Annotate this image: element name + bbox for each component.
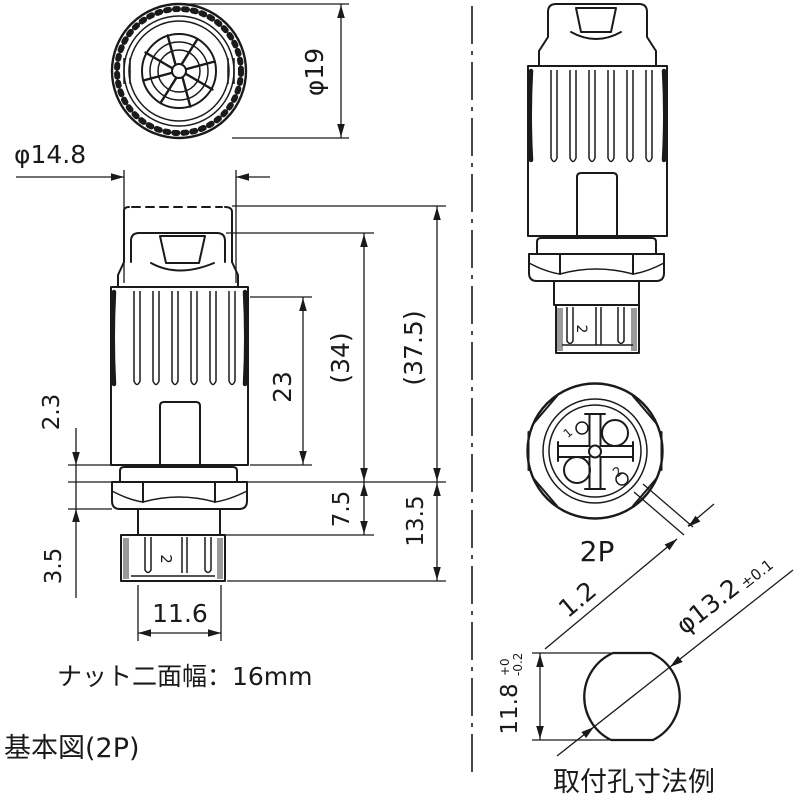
pin-hole-upper <box>601 419 629 447</box>
dim-phi14-8-label: φ14.8 <box>14 140 86 169</box>
dimension-13-5: 13.5 <box>227 482 446 582</box>
hex-nut <box>111 481 248 510</box>
front-view: 2 <box>110 206 249 582</box>
dim-34-label: (34) <box>326 332 355 383</box>
dim-phi19-label: φ19 <box>300 48 329 96</box>
mounting-hole-view: φ13.2 ±0.1 11.8 +0 -0.2 <box>497 556 794 757</box>
pin-hole-lower <box>563 456 591 484</box>
dim-3-5-label: 3.5 <box>41 548 67 585</box>
knurled-grip <box>110 286 249 466</box>
key-notch <box>159 401 201 466</box>
pin-2-mark: 2 <box>610 464 629 486</box>
pin-1-mark: 1 <box>561 421 589 441</box>
mounting-hole-shape <box>583 651 681 742</box>
dimension-23: 23 <box>250 296 312 466</box>
dimension-7-5: 7.5 <box>222 482 374 536</box>
mating-face-view: 1 2 2P <box>526 382 664 568</box>
terminal-block-side: 2 <box>555 304 640 354</box>
washer <box>111 466 248 483</box>
left-figure-caption: 基本図(2P) <box>4 733 140 764</box>
latch-funnel <box>159 235 206 264</box>
pin-count-label: 2P <box>580 535 615 568</box>
knurled-grip-side <box>527 65 668 237</box>
svg-text:1: 1 <box>561 425 576 441</box>
dim-2-3-label: 2.3 <box>39 394 65 431</box>
rear-view <box>110 2 248 140</box>
dim-1-2-label: 1.2 <box>553 576 602 624</box>
terminal-pin-number-side: 2 <box>573 325 589 334</box>
dim-phi13-2-label: φ13.2 <box>670 573 745 640</box>
dimension-34: (34) <box>226 232 374 482</box>
terminal-pin-number: 2 <box>157 554 175 564</box>
dim-11-8-tolerance-upper: +0 <box>498 658 512 676</box>
terminal-block: 2 <box>120 534 226 582</box>
dim-37-5-label: (37.5) <box>399 310 428 385</box>
dimension-phi19: φ19 <box>181 3 349 139</box>
mold-tab-marks <box>123 58 235 84</box>
nut-chamfer-flats <box>527 395 663 507</box>
keying-cross <box>557 413 634 490</box>
nut-width-note: ナット二面幅：16mm <box>57 662 313 691</box>
svg-text:2: 2 <box>610 464 626 481</box>
right-figure-caption: 取付孔寸法例 <box>553 767 715 798</box>
cable-grip-grille <box>141 33 217 109</box>
dim-11-6-label: 11.6 <box>152 599 208 628</box>
dim-7-5-label: 7.5 <box>329 491 355 528</box>
dim-11-8-label: 11.8 <box>497 683 523 734</box>
side-view: 2 <box>527 3 668 354</box>
dimension-phi13-2: φ13.2 ±0.1 <box>556 556 794 757</box>
dimension-phi14-8: φ14.8 <box>14 140 270 283</box>
dimension-11-8: 11.8 +0 -0.2 <box>497 652 611 741</box>
dimension-2-3-and-3-5: 2.3 3.5 <box>39 394 118 598</box>
threaded-stem <box>137 508 221 536</box>
dim-11-8-tolerance-lower: -0.2 <box>511 653 525 676</box>
dim-13-5-label: 13.5 <box>403 495 429 546</box>
dimension-37-5: (37.5) <box>232 205 446 483</box>
dim-23-label: 23 <box>268 371 297 403</box>
dimension-11-6: 11.6 <box>137 585 222 641</box>
